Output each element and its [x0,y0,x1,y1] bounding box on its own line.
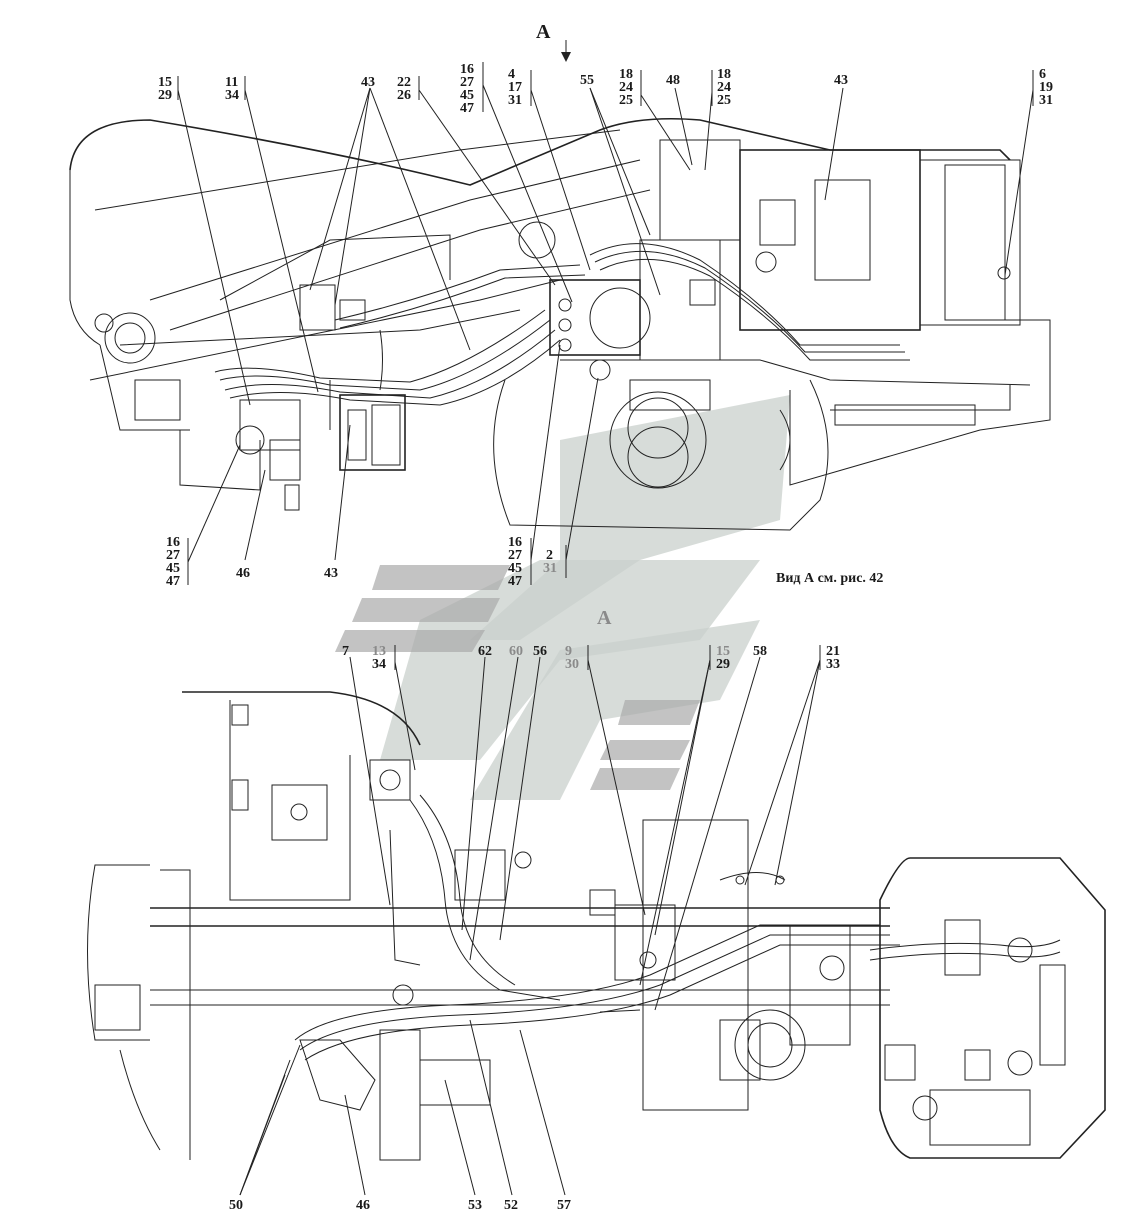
callout-9: 9 [565,644,572,659]
callout-33: 33 [826,657,840,672]
callout-27-bl: 27 [166,548,180,563]
watermark-letter: A [597,607,612,629]
callout-50: 50 [229,1198,243,1213]
callout-11: 11 [225,75,238,90]
callout-24a: 24 [619,80,633,95]
callout-16: 16 [460,62,474,77]
view-a-arrow [561,52,571,62]
callout-16-bm: 16 [508,535,522,550]
callout-47-bm: 47 [508,574,522,589]
callout-31: 31 [508,93,522,108]
callout-27: 27 [460,75,474,90]
callout-43-right: 43 [834,73,848,88]
callout-25b: 25 [717,93,731,108]
callout-45-bl: 45 [166,561,180,576]
callout-18a: 18 [619,67,633,82]
callout-46-bottom: 46 [356,1198,370,1213]
callout-26: 26 [397,88,411,103]
callout-2: 2 [546,548,553,563]
leader-lines [177,40,1034,1196]
callout-21: 21 [826,644,840,659]
view-a-caption: Вид А см. рис. 42 [776,571,883,586]
view-arrow-letter: A [536,21,551,43]
callout-30: 30 [565,657,579,672]
callout-45: 45 [460,88,474,103]
callout-34-bottom: 34 [372,657,386,672]
callout-56: 56 [533,644,547,659]
callout-62: 62 [478,644,492,659]
callout-57: 57 [557,1198,571,1213]
callout-15: 15 [158,75,172,90]
callout-17: 17 [508,80,522,95]
callout-48: 48 [666,73,680,88]
callout-43-bottom: 43 [324,566,338,581]
callout-47: 47 [460,101,474,116]
callout-15-bottom: 15 [716,644,730,659]
callout-52: 52 [504,1198,518,1213]
callout-47-bl: 47 [166,574,180,589]
callout-19: 19 [1039,80,1053,95]
callout-18b: 18 [717,67,731,82]
callout-31-right: 31 [1039,93,1053,108]
callout-34: 34 [225,88,239,103]
callout-31-mid: 31 [543,561,557,576]
callout-22: 22 [397,75,411,90]
callout-46-top: 46 [236,566,250,581]
callout-4: 4 [508,67,515,82]
callout-7: 7 [342,644,349,659]
callout-29: 29 [158,88,172,103]
callout-13: 13 [372,644,386,659]
side-view [69,117,1051,531]
callout-43: 43 [361,75,375,90]
callout-29-bottom: 29 [716,657,730,672]
callout-25a: 25 [619,93,633,108]
callout-60: 60 [509,644,523,659]
callout-53: 53 [468,1198,482,1213]
callout-6: 6 [1039,67,1046,82]
callout-27-bm: 27 [508,548,522,563]
callout-24b: 24 [717,80,731,95]
plan-view [87,691,1106,1161]
watermark-logo [335,395,790,800]
callout-55: 55 [580,73,594,88]
callout-labels: A A Вид А см. рис. 42 15 29 11 34 43 22 … [158,21,1053,1213]
callout-16-bl: 16 [166,535,180,550]
callout-58: 58 [753,644,767,659]
callout-45-bm: 45 [508,561,522,576]
